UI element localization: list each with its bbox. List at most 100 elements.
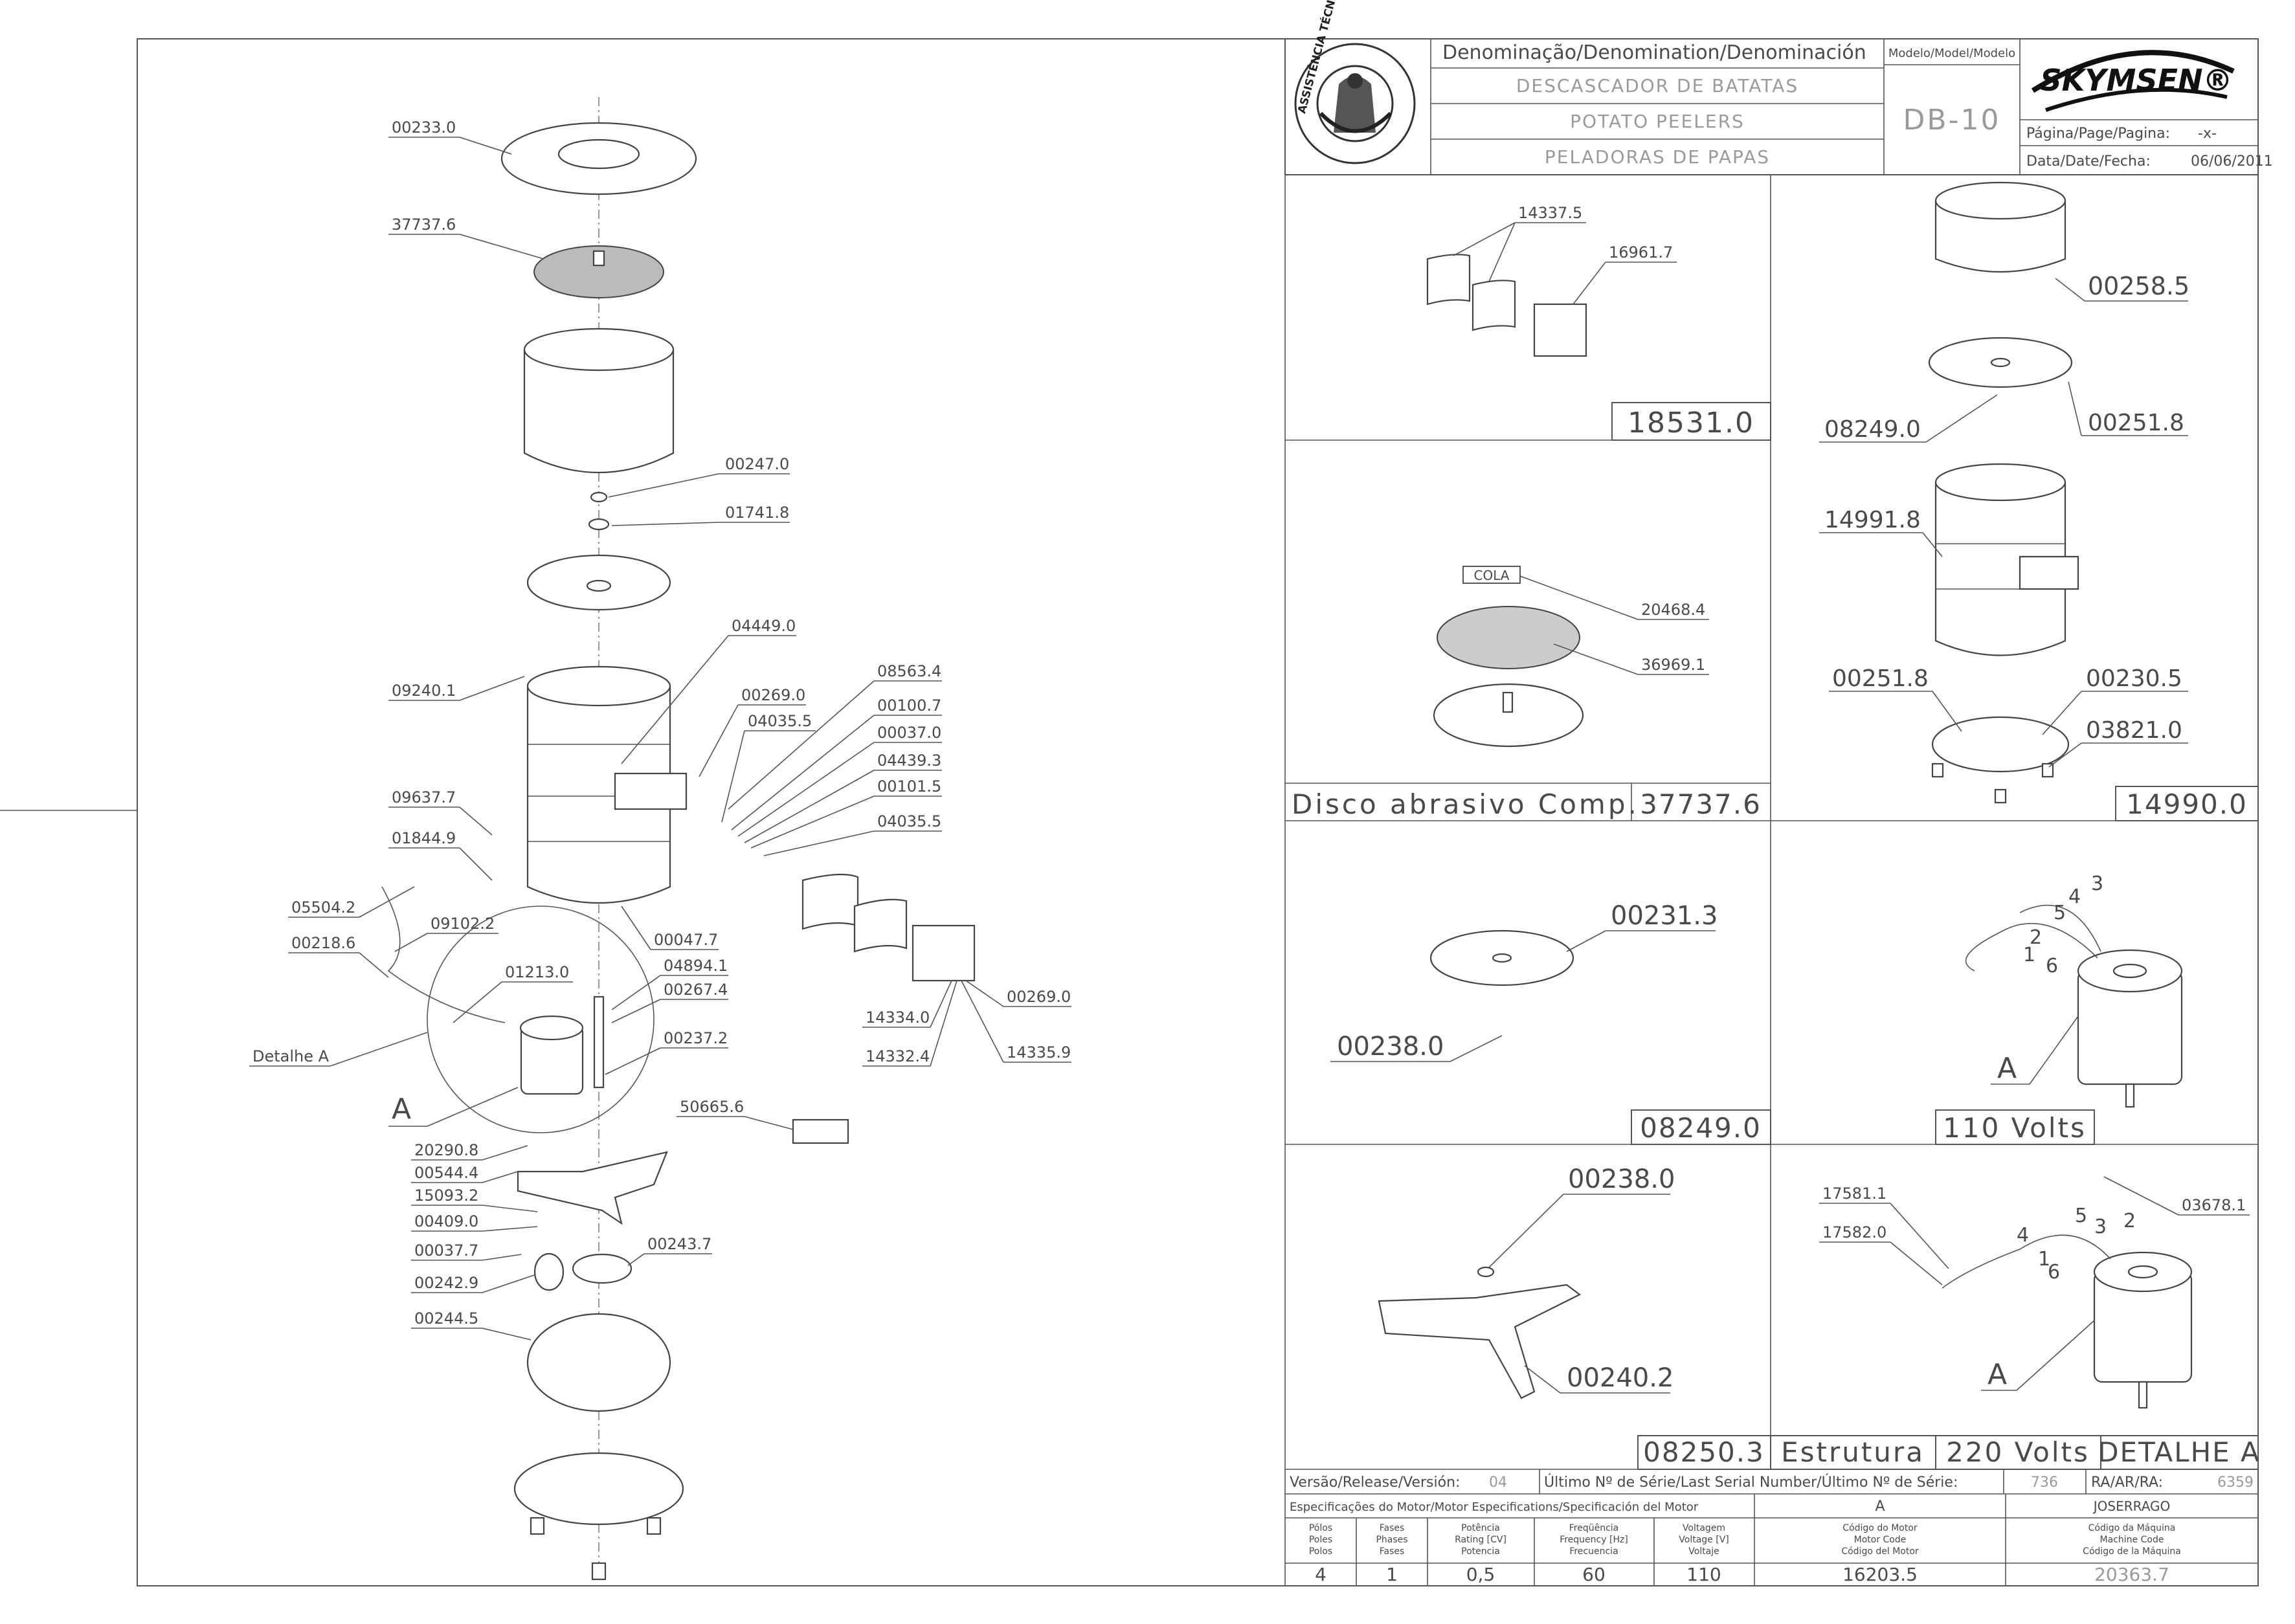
- panel6-detail-letter: A: [1997, 1052, 2017, 1085]
- spec-header: Pólos: [1309, 1523, 1332, 1533]
- guard-part-1: [801, 873, 859, 930]
- denomination-header: Denominação/Denomination/Denominación: [1442, 41, 1866, 64]
- panel5-code: 08249.0: [1640, 1112, 1762, 1144]
- part-label: 15093.2: [414, 1186, 478, 1205]
- main-labels-left: 00233.0 37737.6 09240.1 09637.7 01844.9 …: [249, 118, 573, 1340]
- panel-main-body: 14991.8 00251.8 00230.5 03821.0 14990.0: [1819, 463, 2259, 821]
- spec-header: Potencia: [1461, 1546, 1500, 1557]
- panel3-caption: Disco abrasivo Comp.: [1292, 788, 1639, 820]
- panel1-code: 18531.0: [1628, 406, 1754, 439]
- product-name-es: PELADORAS DE PAPAS: [1545, 146, 1770, 168]
- part-label: 01213.0: [505, 963, 569, 981]
- spec-header: Motor Code: [1854, 1535, 1907, 1545]
- spec-header: Código do Motor: [1842, 1523, 1918, 1533]
- wire-3: 3: [2094, 1216, 2107, 1238]
- panel3-code: 37737.6: [1640, 788, 1762, 820]
- panel2-label-a: 00258.5: [2088, 272, 2189, 300]
- panel2-label-b: 08249.0: [1824, 416, 1921, 443]
- product-name-pt: DESCASCADOR DE BATATAS: [1516, 75, 1798, 96]
- panel8-label-b: 03678.1: [2182, 1196, 2246, 1214]
- spec-header: Código de la Máquina: [2083, 1546, 2181, 1557]
- main-body-part: [526, 686, 671, 904]
- part-label: 00047.7: [654, 931, 718, 949]
- panel-abrasive-disc: COLA 20468.4 36969.1 Disco abrasivo Comp…: [1285, 566, 1771, 821]
- panel8-label-c: 17582.0: [1822, 1223, 1886, 1241]
- serial-value: 736: [2031, 1474, 2058, 1491]
- panel4-label-a: 14991.8: [1824, 507, 1921, 533]
- version-value: 04: [1489, 1474, 1507, 1491]
- panel3-label-b: 36969.1: [1641, 656, 1705, 674]
- part-label: 00237.2: [664, 1029, 728, 1047]
- spec-value-phases: 1: [1386, 1564, 1398, 1585]
- part-label: 00269.0: [741, 686, 805, 704]
- title-block: ASSISTÊNCIA TÉCNICA AUTORIZADA Denominaç…: [1284, 0, 2273, 175]
- ra-value: 6359: [2217, 1474, 2254, 1491]
- skymsen-logo: SKYMSEN®: [2031, 50, 2235, 112]
- panel6-voltage: 110 Volts: [1943, 1112, 2087, 1144]
- part-label: 00409.0: [414, 1212, 478, 1230]
- detail-a-label: Detalhe A: [252, 1047, 330, 1065]
- detail-a-letter: A: [392, 1093, 411, 1126]
- detail-panels-grid: [1284, 174, 2258, 1586]
- wire-3: 3: [2091, 873, 2103, 895]
- part-label: 09102.2: [431, 915, 495, 933]
- part-label: 04035.5: [877, 812, 941, 830]
- guard-bracket-part: [912, 924, 976, 982]
- part-label: 01741.8: [725, 504, 789, 522]
- spec-value-poles: 4: [1315, 1564, 1327, 1585]
- main-exploded-view: 00233.0 37737.6 09240.1 09637.7 01844.9 …: [249, 97, 1071, 1581]
- shaft-part: [593, 996, 605, 1089]
- owner-name: JOSERRAGO: [2092, 1498, 2171, 1514]
- part-label: 00247.0: [725, 455, 789, 473]
- panel8-caption: DETALHE A: [2098, 1436, 2261, 1468]
- part-label: 00267.4: [664, 981, 728, 999]
- part-label: 00233.0: [392, 118, 456, 137]
- panel4-label-d: 03821.0: [2086, 717, 2182, 744]
- warning-sticker: [792, 1118, 849, 1144]
- spec-header: Fases: [1380, 1546, 1405, 1557]
- spec-value-machine-code: 20363.7: [2094, 1564, 2169, 1585]
- panel7-caption: Estrutura: [1781, 1436, 1925, 1468]
- abrasive-disc-part: [533, 245, 664, 298]
- part-label: 14334.0: [866, 1008, 930, 1027]
- part-label: 00269.0: [1007, 988, 1071, 1006]
- panel3-label-a: 20468.4: [1641, 601, 1705, 619]
- page-value: -x-: [2198, 126, 2217, 142]
- panel1-label-a: 14337.5: [1518, 204, 1582, 222]
- spec-values: 4 1 0,5 60 110 16203.5 20363.7: [1315, 1564, 2169, 1585]
- panel7-code: 08250.3: [1643, 1436, 1765, 1468]
- wire-2: 2: [2123, 1210, 2136, 1232]
- part-label: 00100.7: [877, 696, 941, 715]
- wire-4: 4: [2017, 1224, 2029, 1247]
- spec-headers: Pólos Poles Polos Fases Phases Fases Pot…: [1309, 1523, 2181, 1557]
- date-label: Data/Date/Fecha:: [2026, 153, 2151, 170]
- part-label: 09637.7: [392, 788, 456, 806]
- part-label: 04894.1: [664, 957, 728, 975]
- part-label: 04449.0: [732, 617, 796, 635]
- part-label: 37737.6: [392, 216, 456, 234]
- part-label: 01844.9: [392, 829, 456, 847]
- part-label: 04035.5: [748, 712, 812, 730]
- wire-5: 5: [2054, 902, 2066, 924]
- panel-plate: 00231.3 00238.0 08249.0: [1330, 901, 1771, 1145]
- spec-value-motor-code: 16203.5: [1842, 1564, 1918, 1585]
- part-label: 20290.8: [414, 1141, 478, 1159]
- part-label: 14332.4: [866, 1047, 930, 1065]
- part-label: 00037.0: [877, 724, 941, 742]
- panel8-label-a: 17581.1: [1822, 1185, 1886, 1203]
- panel4-label-c: 00230.5: [2086, 665, 2182, 692]
- panel4-label-b: 00251.8: [1832, 665, 1929, 692]
- part-label: 00218.6: [291, 934, 355, 952]
- frame-part: [517, 1151, 668, 1225]
- spec-header: Voltaje: [1688, 1546, 1719, 1557]
- panel5-label-b: 00238.0: [1337, 1032, 1444, 1062]
- model-value: DB-10: [1903, 104, 2001, 137]
- panel1-label-b: 16961.7: [1609, 243, 1673, 261]
- spec-value-rating: 0,5: [1466, 1564, 1495, 1585]
- wire-2: 2: [2030, 926, 2042, 949]
- part-label: 05504.2: [291, 898, 355, 917]
- spec-header: Fases: [1380, 1523, 1405, 1533]
- panel8-voltage: 220 Volts: [1946, 1436, 2090, 1468]
- spec-header: Rating [CV]: [1455, 1535, 1506, 1545]
- spec-value-frequency: 60: [1582, 1564, 1606, 1585]
